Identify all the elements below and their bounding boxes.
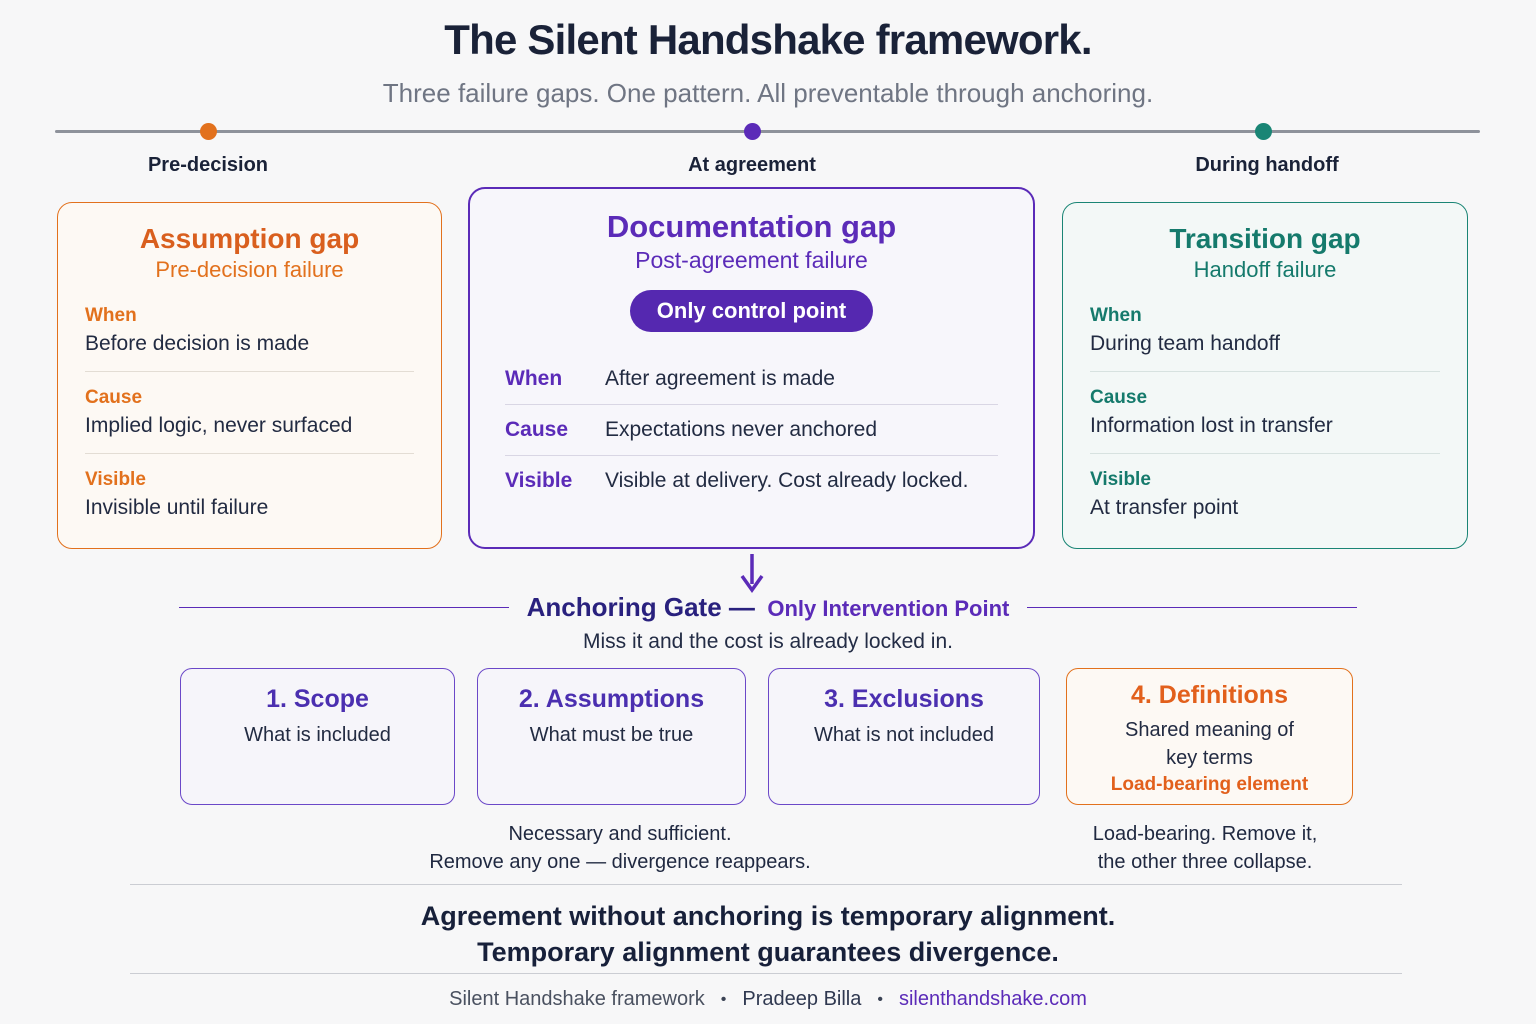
row-label: When bbox=[1090, 305, 1142, 326]
row-label: When bbox=[505, 367, 563, 390]
card-row: Visible At transfer point bbox=[1090, 469, 1440, 520]
row-value: Invisible until failure bbox=[85, 496, 269, 519]
assumption-gap-title: Assumption gap bbox=[139, 223, 360, 254]
row-value: After agreement is made bbox=[605, 367, 835, 390]
exclusions-box-desc: What is not included bbox=[813, 724, 995, 746]
bottom-divider bbox=[130, 973, 1402, 974]
row-value: Before decision is made bbox=[85, 332, 310, 355]
gate-note-left-line1: Necessary and sufficient. bbox=[508, 823, 732, 845]
row-value: Visible at delivery. Cost already locked… bbox=[605, 469, 969, 492]
page-subtitle: Three failure gaps. One pattern. All pre… bbox=[382, 78, 1154, 108]
timeline-label-pre-decision: Pre-decision bbox=[147, 154, 269, 176]
row-value: During team handoff bbox=[1090, 332, 1280, 355]
row-divider bbox=[1090, 453, 1440, 454]
card-row: When During team handoff bbox=[1090, 305, 1440, 356]
gate-note-right: Load-bearing. Remove it, the other three… bbox=[1020, 820, 1390, 876]
row-label: Cause bbox=[1090, 387, 1148, 408]
top-divider bbox=[130, 884, 1402, 885]
anchoring-gate-header: Anchoring Gate — Only Intervention Point bbox=[0, 592, 1536, 623]
definitions-box: 4. Definitions Shared meaning of key ter… bbox=[1066, 668, 1353, 805]
definitions-box-title: 4. Definitions bbox=[1131, 681, 1288, 709]
transition-gap-title: Transition gap bbox=[1169, 223, 1361, 254]
timeline-label-at-agreement: At agreement bbox=[688, 154, 816, 176]
card-row: Visible Invisible until failure bbox=[85, 469, 414, 520]
definitions-box-note: Load-bearing element bbox=[1110, 774, 1309, 795]
row-label: Visible bbox=[85, 469, 146, 490]
timeline-label-during-handoff: During handoff bbox=[1195, 154, 1339, 176]
gate-heading-sub: Only Intervention Point bbox=[767, 596, 1010, 621]
gate-note-left-line2: Remove any one — divergence reappears. bbox=[429, 851, 811, 873]
footer-separator: • bbox=[720, 990, 727, 1008]
definitions-box-desc: Shared meaning of key terms bbox=[1124, 719, 1294, 769]
row-value: Expectations never anchored bbox=[605, 418, 878, 441]
down-arrow-icon bbox=[740, 554, 764, 594]
transition-gap-rows: When During team handoff Cause Informati… bbox=[1090, 305, 1440, 520]
closing-statement-line1: Agreement without anchoring is temporary… bbox=[420, 901, 1116, 931]
row-label: Cause bbox=[505, 418, 569, 441]
timeline-dot-during-handoff bbox=[1255, 123, 1272, 140]
assumption-gap-rows: When Before decision is made Cause Impli… bbox=[85, 305, 414, 520]
card-row: Cause Information lost in transfer bbox=[1090, 387, 1440, 438]
scope-box-desc: What is included bbox=[244, 724, 391, 746]
documentation-gap-card: Documentation gap Post-agreement failure… bbox=[468, 187, 1035, 549]
assumptions-box: 2. Assumptions What must be true bbox=[477, 668, 746, 805]
gate-note-left: Necessary and sufficient. Remove any one… bbox=[300, 820, 940, 876]
exclusions-box-title: 3. Exclusions bbox=[824, 685, 984, 713]
anchoring-gate-subtitle: Miss it and the cost is already locked i… bbox=[582, 630, 953, 653]
timeline-line bbox=[55, 130, 1480, 133]
row-label: Visible bbox=[1090, 469, 1151, 490]
closing-statement-line2: Temporary alignment guarantees divergenc… bbox=[477, 937, 1059, 967]
closing-statement: Agreement without anchoring is temporary… bbox=[0, 898, 1536, 970]
documentation-gap-title: Documentation gap bbox=[606, 209, 897, 244]
transition-gap-card: Transition gap Handoff failure When Duri… bbox=[1062, 202, 1468, 549]
documentation-gap-rows: When After agreement is made Cause Expec… bbox=[505, 354, 998, 506]
assumption-gap-subtitle: Pre-decision failure bbox=[155, 257, 344, 282]
only-control-point-badge: Only control point bbox=[629, 290, 874, 332]
timeline-dot-pre-decision bbox=[200, 123, 217, 140]
card-row: Cause Expectations never anchored bbox=[505, 404, 998, 455]
footer: Silent Handshake framework • Pradeep Bil… bbox=[0, 988, 1536, 1011]
documentation-gap-subtitle: Post-agreement failure bbox=[635, 247, 868, 273]
footer-brand: Silent Handshake framework bbox=[449, 988, 705, 1010]
footer-separator: • bbox=[877, 990, 883, 1008]
row-divider bbox=[85, 453, 414, 454]
scope-box-title: 1. Scope bbox=[266, 685, 369, 713]
row-divider bbox=[85, 371, 414, 372]
assumptions-box-title: 2. Assumptions bbox=[518, 685, 705, 713]
page-title: The Silent Handshake framework. bbox=[444, 16, 1092, 63]
anchoring-gate-heading: Anchoring Gate — Only Intervention Point bbox=[527, 592, 1010, 623]
transition-gap-subtitle: Handoff failure bbox=[1193, 257, 1337, 282]
row-label: When bbox=[85, 305, 137, 326]
row-value: At transfer point bbox=[1090, 496, 1239, 519]
card-row: Cause Implied logic, never surfaced bbox=[85, 387, 414, 438]
gate-line-left bbox=[178, 607, 509, 608]
row-label: Cause bbox=[85, 387, 143, 408]
scope-box: 1. Scope What is included bbox=[180, 668, 455, 805]
card-row: When After agreement is made bbox=[505, 354, 998, 404]
footer-author: Pradeep Billa bbox=[742, 988, 862, 1010]
exclusions-box: 3. Exclusions What is not included bbox=[768, 668, 1040, 805]
row-label: Visible bbox=[505, 469, 573, 492]
gate-note-right-line2: the other three collapse. bbox=[1097, 851, 1313, 873]
assumption-gap-card: Assumption gap Pre-decision failure When… bbox=[57, 202, 442, 549]
timeline-dot-at-agreement bbox=[744, 123, 761, 140]
card-row: Visible Visible at delivery. Cost alread… bbox=[505, 455, 998, 506]
row-value: Implied logic, never surfaced bbox=[85, 414, 353, 437]
row-value: Information lost in transfer bbox=[1090, 414, 1333, 437]
card-row: When Before decision is made bbox=[85, 305, 414, 356]
assumptions-box-desc: What must be true bbox=[529, 724, 694, 746]
gate-line-right bbox=[1027, 607, 1358, 608]
site-link[interactable]: silenthandshake.com bbox=[898, 988, 1087, 1010]
gate-note-right-line1: Load-bearing. Remove it, bbox=[1092, 823, 1318, 845]
row-divider bbox=[1090, 371, 1440, 372]
gate-heading-main: Anchoring Gate — bbox=[526, 592, 755, 622]
